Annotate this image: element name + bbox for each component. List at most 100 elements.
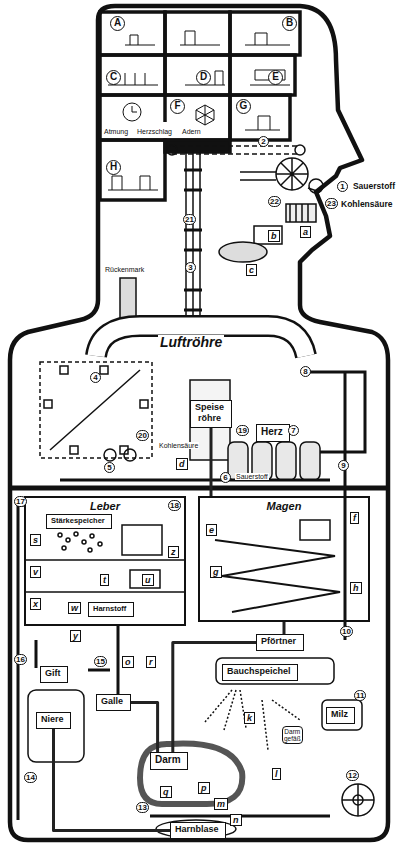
callout-number: e: [206, 524, 217, 536]
organ-name: Harnstoff: [93, 604, 129, 613]
callout-number: F: [170, 99, 185, 114]
callout-number: 17: [14, 496, 27, 507]
part-label: Sauerstoff: [235, 473, 269, 480]
part-label: Kohlensäure: [158, 442, 199, 449]
organ-name: Speise röhre: [195, 402, 224, 424]
organ-name: Niere: [41, 714, 66, 725]
organ-box: Harnblase: [170, 822, 226, 839]
callout-number: 1: [337, 181, 348, 192]
callout-number: r: [146, 656, 156, 668]
body-outline: [10, 6, 388, 840]
callout-number: o: [122, 656, 134, 668]
head-machinery: [120, 145, 323, 330]
callout-number: H: [106, 160, 121, 175]
organ-name: Milz: [331, 709, 350, 720]
callout-number: 4: [90, 372, 101, 383]
callout-number: w: [68, 602, 81, 614]
pipe-connector: [54, 729, 171, 831]
callout-number: n: [230, 814, 242, 826]
callout-number: C: [106, 70, 121, 85]
part-label: Kohlensäure: [340, 200, 394, 209]
callout-number: 5: [104, 462, 115, 473]
organ-name: Stärkespeicher: [51, 516, 107, 525]
head-furniture: [108, 31, 290, 190]
callout-number: 19: [236, 425, 249, 436]
callout-number: 21: [183, 214, 196, 225]
callout-number: d: [176, 458, 188, 470]
organ-box: Niere: [36, 712, 71, 729]
callout-number: 10: [340, 626, 353, 637]
callout-number: 14: [24, 772, 37, 783]
organ-box: Bauchspeichel: [222, 664, 298, 681]
organ-name: Leber: [87, 500, 123, 513]
callout-number: 15: [94, 656, 107, 667]
callout-number: 12: [346, 770, 359, 781]
pipe-connector: [173, 643, 256, 753]
organ-name: Harnblase: [175, 824, 221, 835]
callout-number: b: [268, 230, 280, 242]
diaphragm: [10, 486, 388, 491]
part-label: Atmung: [103, 128, 129, 135]
pipe-connector: [131, 703, 158, 753]
part-label: Rückenmark: [104, 266, 145, 273]
part-label: Luftröhre: [158, 335, 224, 349]
callout-number: 18: [168, 500, 181, 511]
callout-number: 2: [258, 136, 269, 147]
organ-box: Darm: [150, 752, 188, 770]
callout-number: 6: [220, 472, 231, 483]
callout-number: m: [214, 798, 228, 810]
organ-box: Milz: [326, 707, 355, 724]
callout-number: 23: [325, 198, 338, 209]
callout-number: g: [210, 566, 222, 578]
organ-name: Gift: [45, 668, 63, 679]
callout-number: l: [272, 768, 281, 780]
callout-number: q: [160, 786, 172, 798]
callout-number: h: [350, 582, 362, 594]
callout-number: y: [70, 630, 81, 642]
organ-box: Gift: [40, 666, 68, 683]
callout-number: G: [236, 99, 251, 114]
callout-number: D: [196, 70, 211, 85]
organ-box: Stärkespeicher: [46, 514, 112, 529]
organ-name: Darm: [155, 754, 183, 766]
callout-number: 16: [14, 654, 27, 665]
organ-name: Herz: [261, 426, 285, 438]
pipe-connector: [283, 622, 286, 634]
callout-number: c: [246, 264, 257, 276]
callout-number: f: [350, 512, 359, 524]
callout-number: s: [30, 534, 41, 546]
callout-number: u: [142, 574, 154, 586]
windpipe: [96, 326, 306, 356]
part-label: Sauerstoff: [352, 182, 396, 191]
callout-number: 22: [268, 196, 281, 207]
organ-name: Galle: [101, 696, 126, 707]
part-label: Herzschlag: [136, 128, 173, 135]
callout-number: A: [110, 16, 125, 31]
callout-number: 20: [136, 430, 149, 441]
belly-machinery: [18, 505, 374, 838]
callout-number: E: [268, 70, 283, 85]
callout-number: a: [300, 226, 311, 238]
organ-box: Magen: [198, 496, 370, 622]
organ-box: LeberStärkespeicherHarnstoff: [24, 496, 186, 626]
organ-name: Magen: [264, 500, 305, 513]
callout-number: B: [282, 16, 297, 31]
pipe-connector: [210, 428, 213, 496]
part-label: Adern: [181, 128, 202, 135]
callout-number: x: [30, 598, 41, 610]
organ-name: Bauchspeichel: [227, 666, 293, 677]
callout-number: z: [168, 546, 179, 558]
callout-number: 9: [338, 460, 349, 471]
organ-name: Pförtner: [261, 636, 299, 647]
callout-number: v: [30, 566, 41, 578]
chest-machinery: [40, 362, 365, 640]
callout-number: 13: [136, 802, 149, 813]
organ-box: Pförtner: [256, 634, 304, 651]
callout-number: 3: [185, 262, 196, 273]
organ-box: Speise röhre: [190, 400, 232, 428]
organ-box: Harnstoff: [88, 602, 134, 617]
callout-number: k: [244, 712, 255, 724]
organ-box: Galle: [96, 694, 131, 711]
callout-number: t: [100, 574, 109, 586]
